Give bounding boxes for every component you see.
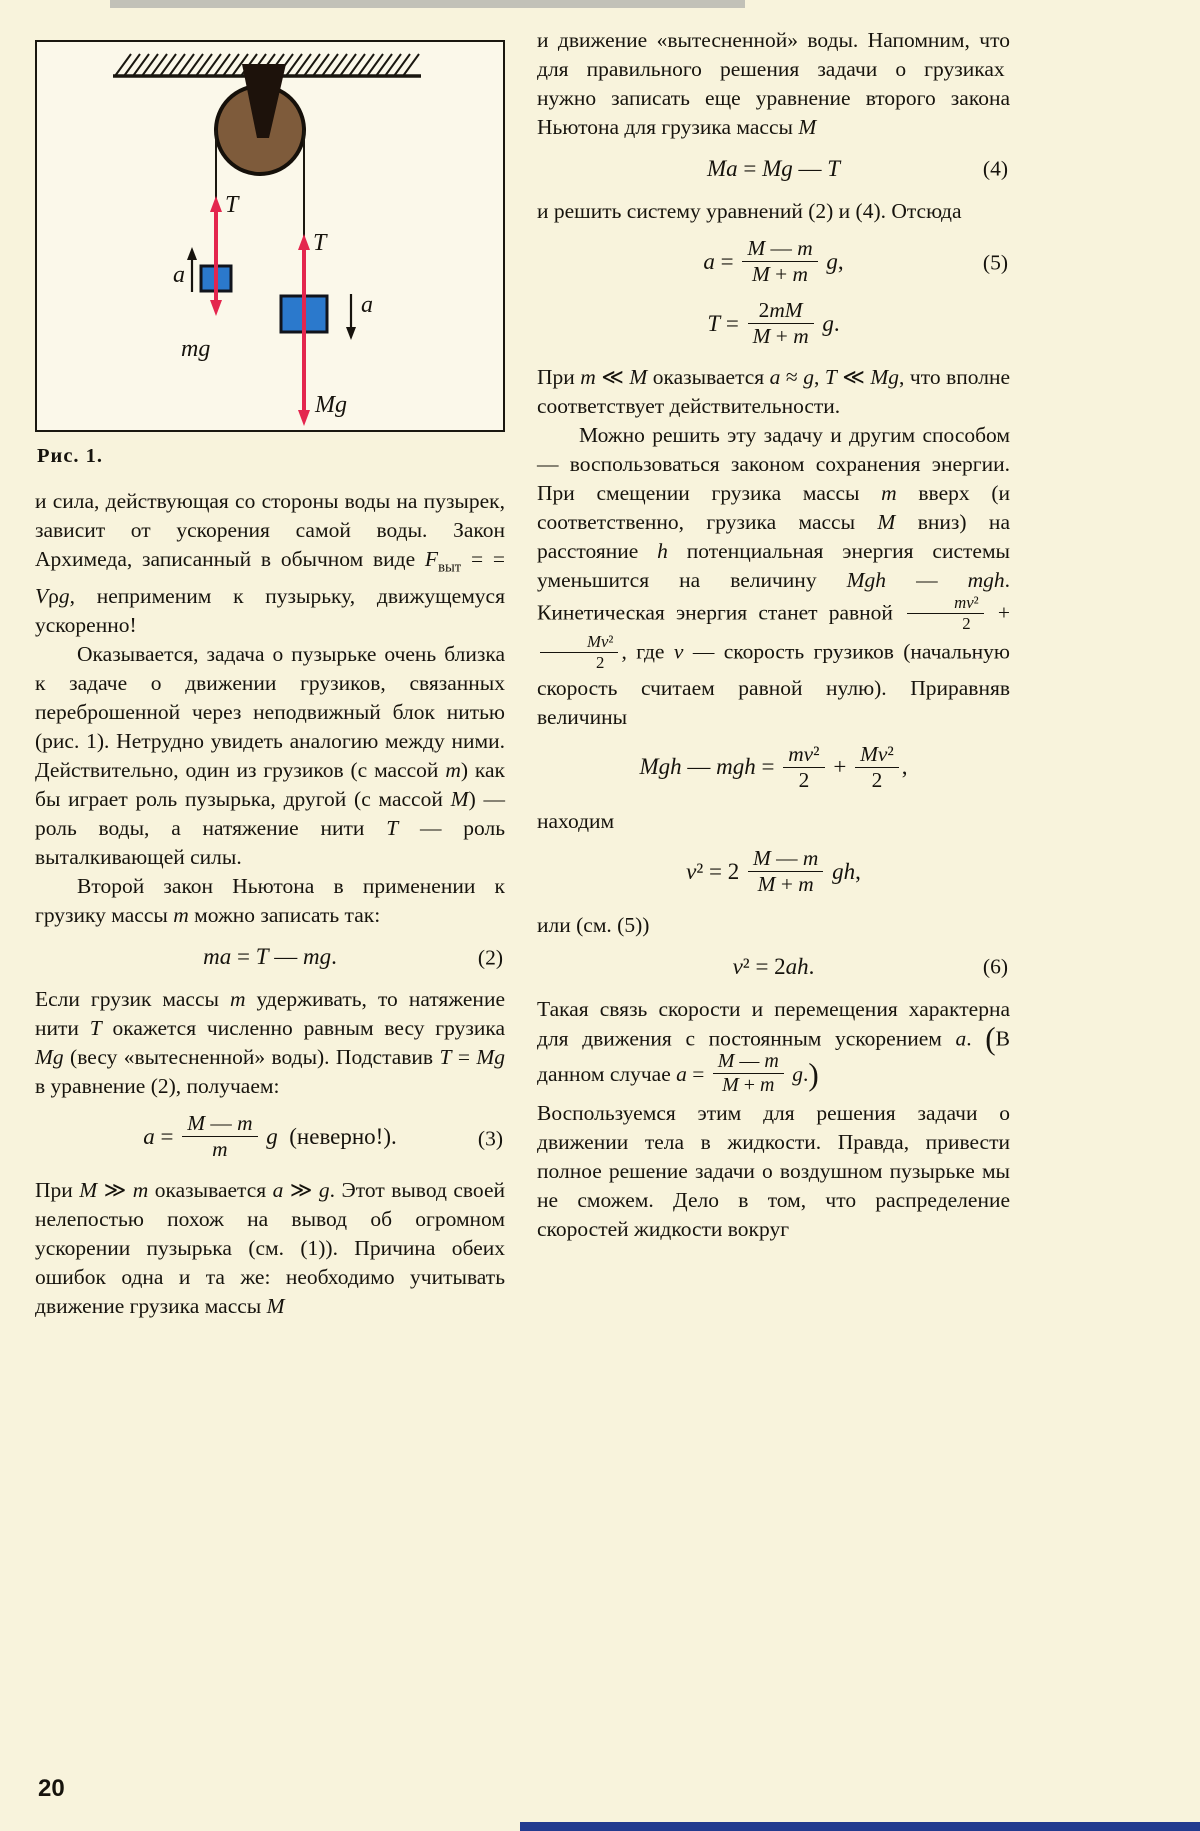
equation-body: Ma = Mg — T <box>706 156 841 181</box>
pulley-bracket <box>242 64 286 138</box>
page-number: 20 <box>38 1775 65 1802</box>
equation-number: (4) <box>982 156 1008 181</box>
paragraph: Если грузик массы m удерживать, то натяж… <box>35 987 505 1099</box>
force-arrowhead-left-up <box>210 196 222 212</box>
force-arrowhead-left-down <box>210 300 222 316</box>
paragraph: Такая связь скорости и перемещения харак… <box>537 996 1010 1097</box>
equation-body: v² = 2ah. <box>732 953 815 979</box>
equation-number: (3) <box>477 1126 503 1151</box>
paragraph: или (см. (5)) <box>537 912 650 937</box>
paragraph: и движение «вытесненной» воды. Напомним,… <box>537 28 1010 139</box>
paragraph: Можно решить эту задачу и другим способо… <box>537 423 1010 729</box>
weight-label-Mg: Mg <box>314 392 347 418</box>
left-column-text: и сила, действующая со стороны воды на п… <box>35 487 505 1321</box>
acceleration-label-left: a <box>173 262 185 288</box>
force-arrowhead-right-up <box>298 234 310 250</box>
force-arrowhead-right-down <box>298 410 310 426</box>
equation: v² = 2ah. (6) <box>537 953 1010 982</box>
acceleration-arrowhead-right <box>346 327 356 340</box>
right-column-text: и движение «вытесненной» воды. Напомним,… <box>537 26 1010 1244</box>
equation: Ma = Mg — T (4) <box>537 155 1010 184</box>
acceleration-label-right: a <box>361 292 373 318</box>
paragraph: Второй закон Ньютона в применении к груз… <box>35 874 505 928</box>
equation-number: (2) <box>477 945 503 970</box>
figure-1: T T a a mg Mg <box>35 40 505 432</box>
equation: ma = T — mg. (2) <box>35 943 505 972</box>
paragraph: и решить систему уравнений (2) и (4). От… <box>537 198 962 223</box>
figure-caption: Рис. 1. <box>37 445 104 467</box>
equation-body: ma = T — mg. <box>203 944 337 970</box>
pulley-diagram: T T a a mg Mg <box>113 53 421 426</box>
paragraph: находим <box>537 808 615 833</box>
equation-number: (6) <box>982 954 1008 979</box>
tension-label-right: T <box>313 230 328 256</box>
tension-label-left: T <box>225 192 240 218</box>
acceleration-arrowhead-left <box>187 247 197 260</box>
paragraph: Воспользуемся этим для решения задачи о … <box>537 1101 1010 1242</box>
paragraph: При M ≫ m оказывается a ≫ g. Этот вывод … <box>35 1178 505 1319</box>
paragraph: Оказывается, задача о пузырьке очень бли… <box>35 642 505 870</box>
left-column: T T a a mg Mg Рис. 1. и сила, действующа… <box>35 40 505 1321</box>
right-column: и движение «вытесненной» воды. Напомним,… <box>537 26 1010 1244</box>
scan-artifact-bottom <box>520 1822 1200 1831</box>
weight-label-mg: mg <box>181 336 210 362</box>
equation-number: (5) <box>982 250 1008 275</box>
scan-artifact-top <box>110 0 745 8</box>
paragraph: и сила, действующая со стороны воды на п… <box>35 489 505 638</box>
paragraph: При m ≪ M оказывается a ≈ g, T ≪ Mg, что… <box>537 365 1010 419</box>
